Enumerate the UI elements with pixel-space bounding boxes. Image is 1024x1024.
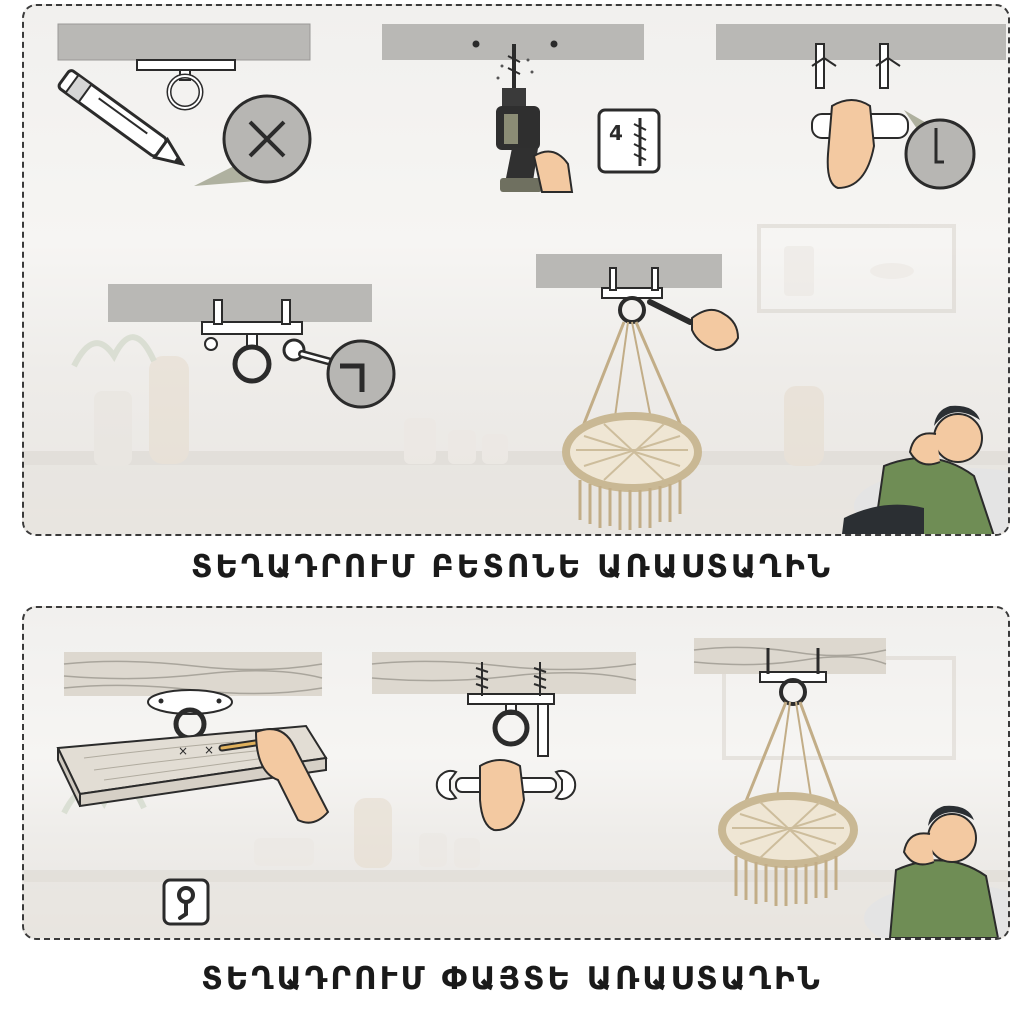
hanging-chair-icon [718,701,858,906]
pencil-icon [57,69,186,167]
concrete-install-panel: 4 [22,4,1010,536]
svg-text:×: × [204,743,214,757]
drill-bit-icon: 4 [597,108,661,174]
step1-ceiling-plate [57,23,311,111]
relaxing-man-icon [864,805,1008,938]
wood-step1-mark: × × [56,652,330,824]
eye-bolt-icon [492,703,530,747]
step3-anchors [716,24,1006,190]
no-drill-icon [194,94,312,186]
step2-drilling: 4 [382,24,661,193]
eye-bolt-icon [232,333,272,384]
step5-hang-chair [536,254,740,530]
concrete-install-illustration: 4 [24,23,1008,534]
pencil-icon [218,738,266,752]
step4-fasten-plate [108,284,396,409]
relaxing-man-icon [842,405,1008,534]
wood-install-panel: × × [22,606,1010,940]
hook-icon [162,878,210,926]
drill-bit-size-label: 4 [609,121,623,145]
wood-step3-hang [693,638,887,906]
hanging-chair-icon [562,321,702,530]
svg-text:×: × [178,744,188,758]
anchor-bolt-icon [811,43,901,89]
wood-caption: ՏԵՂԱԴՐՈՒՄ ՓԱՅՏԵ ԱՌԱՍՏԱՂԻՆ [201,961,823,997]
kitchen-background [24,656,1008,938]
wood-step2-fasten [371,652,637,832]
wood-install-illustration: × × [24,638,1008,938]
concrete-caption: ՏԵՂԱԴՐՈՒՄ ԲԵՏՈՆԵ ԱՌԱՍՏԱՂԻՆ [190,549,834,585]
drill-icon [496,44,542,192]
kitchen-background [24,224,1008,534]
